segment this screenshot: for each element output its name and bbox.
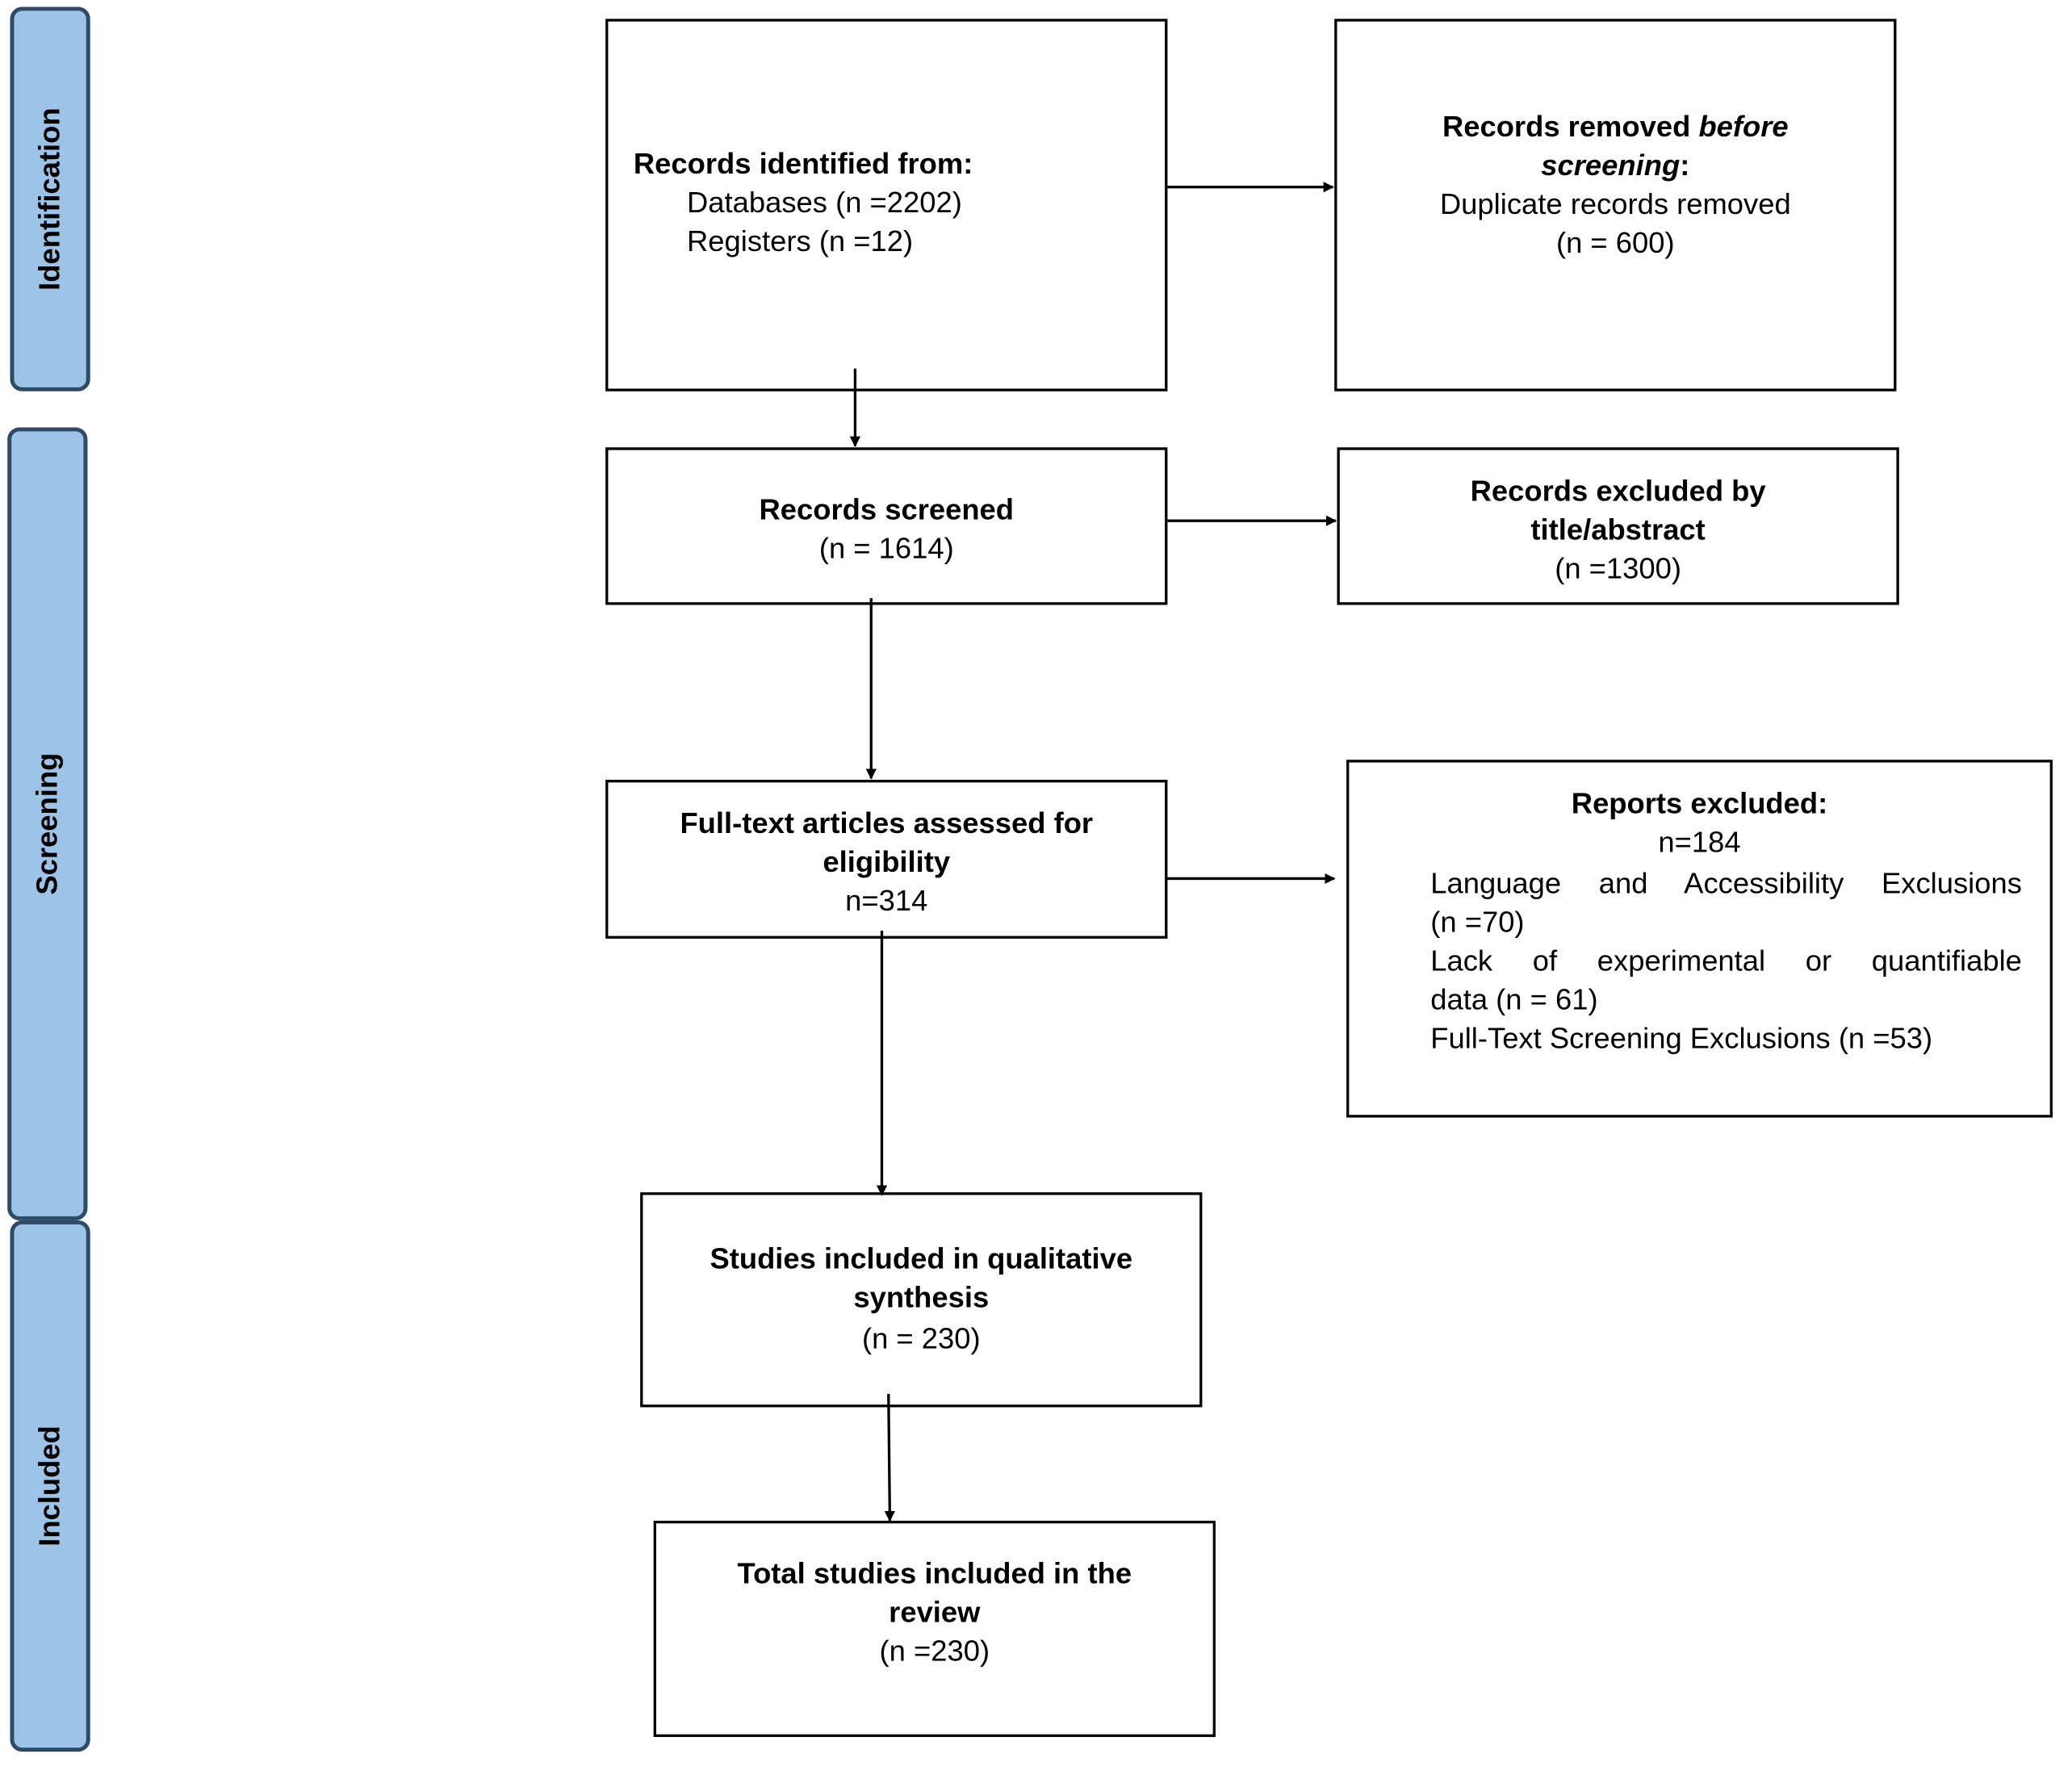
qualitative-synthesis-heading-2: synthesis [853, 1280, 990, 1314]
records-excluded-count: (n =1300) [1555, 551, 1682, 585]
records-excluded-box: Records excluded by title/abstract (n =1… [1337, 447, 1899, 605]
duplicate-records-label: Duplicate records removed [1439, 186, 1791, 221]
exclusion-reason-language: Language and Accessibility Exclusions [1430, 866, 2022, 900]
records-removed-heading: Records removed before [1442, 109, 1789, 144]
reports-excluded-count: n=184 [1658, 825, 1741, 859]
reports-excluded-box: Reports excluded: n=184 Language and Acc… [1346, 760, 2053, 1118]
fulltext-assessed-heading-2: eligibility [823, 845, 951, 879]
phase-identification: Identification [10, 6, 90, 391]
fulltext-assessed-count: n=314 [845, 884, 928, 918]
prisma-flow-diagram: Identification Screening Included Record… [7, 6, 2055, 1761]
arrow-qualitative-to-total [884, 1393, 895, 1522]
reports-excluded-heading: Reports excluded: [1571, 786, 1828, 820]
qualitative-synthesis-count: (n = 230) [861, 1321, 981, 1355]
exclusion-reason-data: Lack of experimental or quantifiable [1430, 944, 2022, 978]
flow-arrows [849, 182, 1337, 1522]
records-identified-box: Records identified from: Databases (n =2… [605, 19, 1168, 391]
records-screened-count: (n = 1614) [818, 531, 954, 565]
registers-count: Registers (n =12) [687, 224, 914, 258]
databases-count: Databases (n =2202) [687, 186, 962, 220]
exclusion-reason-language-count: (n =70) [1430, 905, 1525, 939]
records-screened-box: Records screened (n = 1614) [605, 447, 1168, 605]
total-studies-count: (n =230) [879, 1634, 990, 1668]
qualitative-synthesis-heading: Studies included in qualitative [710, 1241, 1133, 1275]
records-screened-heading: Records screened [759, 492, 1015, 526]
records-identified-heading: Records identified from: [633, 147, 973, 181]
duplicate-records-count: (n = 600) [1555, 225, 1675, 260]
exclusion-reason-data-count: data (n = 61) [1430, 982, 1598, 1016]
records-excluded-heading-2: title/abstract [1530, 513, 1706, 546]
qualitative-synthesis-box: Studies included in qualitative synthesi… [640, 1192, 1203, 1408]
total-studies-heading-2: review [889, 1595, 981, 1629]
records-removed-box: Records removed before screening: Duplic… [1334, 19, 1897, 391]
fulltext-assessed-heading: Full-text articles assessed for [680, 806, 1094, 840]
phase-screening: Screening [7, 427, 88, 1220]
exclusion-reason-fulltext: Full-Text Screening Exclusions (n =53) [1430, 1021, 1933, 1055]
records-removed-heading-italic: screening [1541, 148, 1681, 182]
total-studies-heading: Total studies included in the [737, 1556, 1132, 1590]
records-excluded-heading: Records excluded by [1470, 474, 1766, 508]
phase-included: Included [10, 1220, 90, 1752]
total-studies-box: Total studies included in the review (n … [653, 1520, 1216, 1737]
fulltext-assessed-box: Full-text articles assessed for eligibil… [605, 780, 1168, 939]
